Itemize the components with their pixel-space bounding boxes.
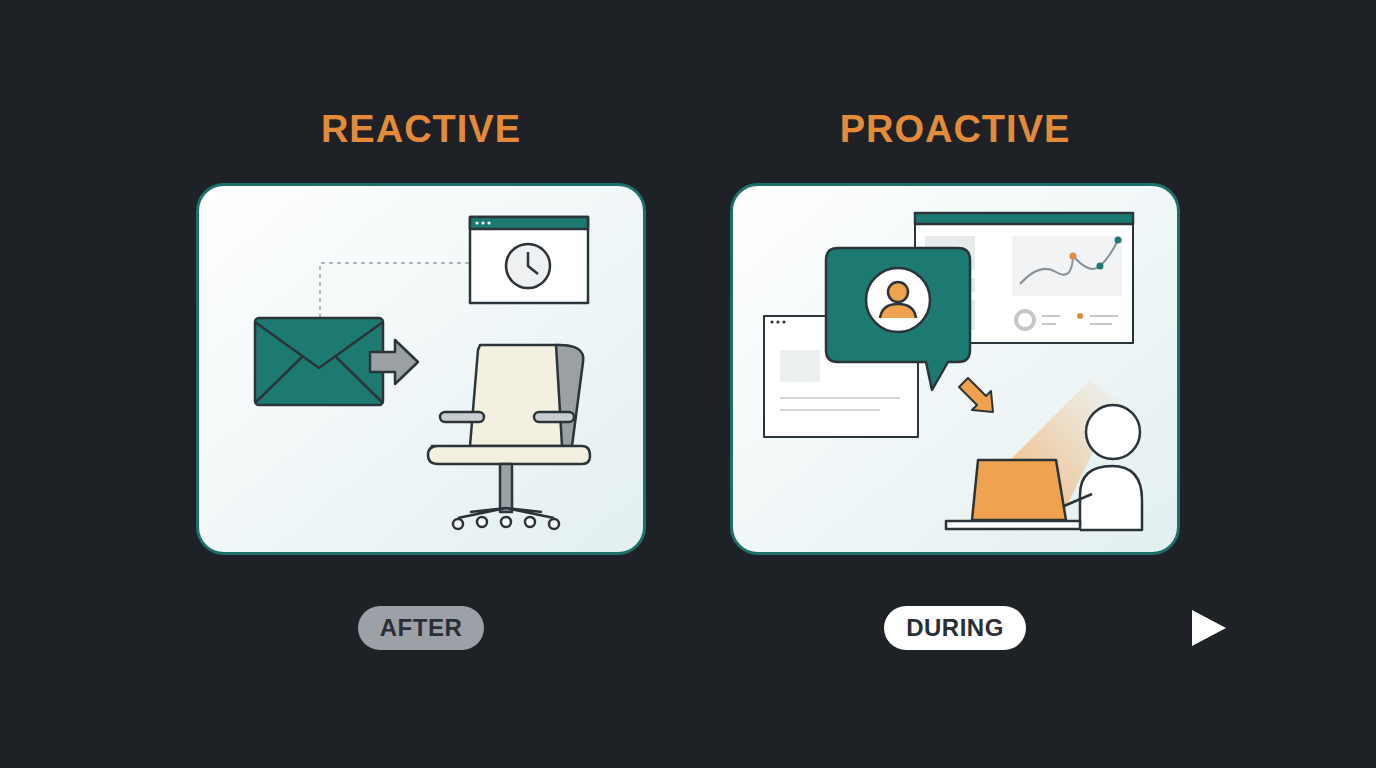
proactive-panel: PROACTIVE [730,183,1180,555]
reactive-panel: REACTIVE [196,183,646,555]
proactive-illustration [764,213,1142,530]
during-pill: DURING [884,606,1026,650]
timeline-label: AFTER [380,614,463,642]
reactive-illustration [255,217,590,529]
panel-heading: REACTIVE [199,108,643,151]
panel-ground [197,184,645,554]
after-pill: AFTER [358,606,485,650]
panel-ground [731,184,1179,554]
timeline-arrow [156,610,1226,646]
timeline-label: DURING [906,614,1004,642]
panel-heading: PROACTIVE [733,108,1177,151]
